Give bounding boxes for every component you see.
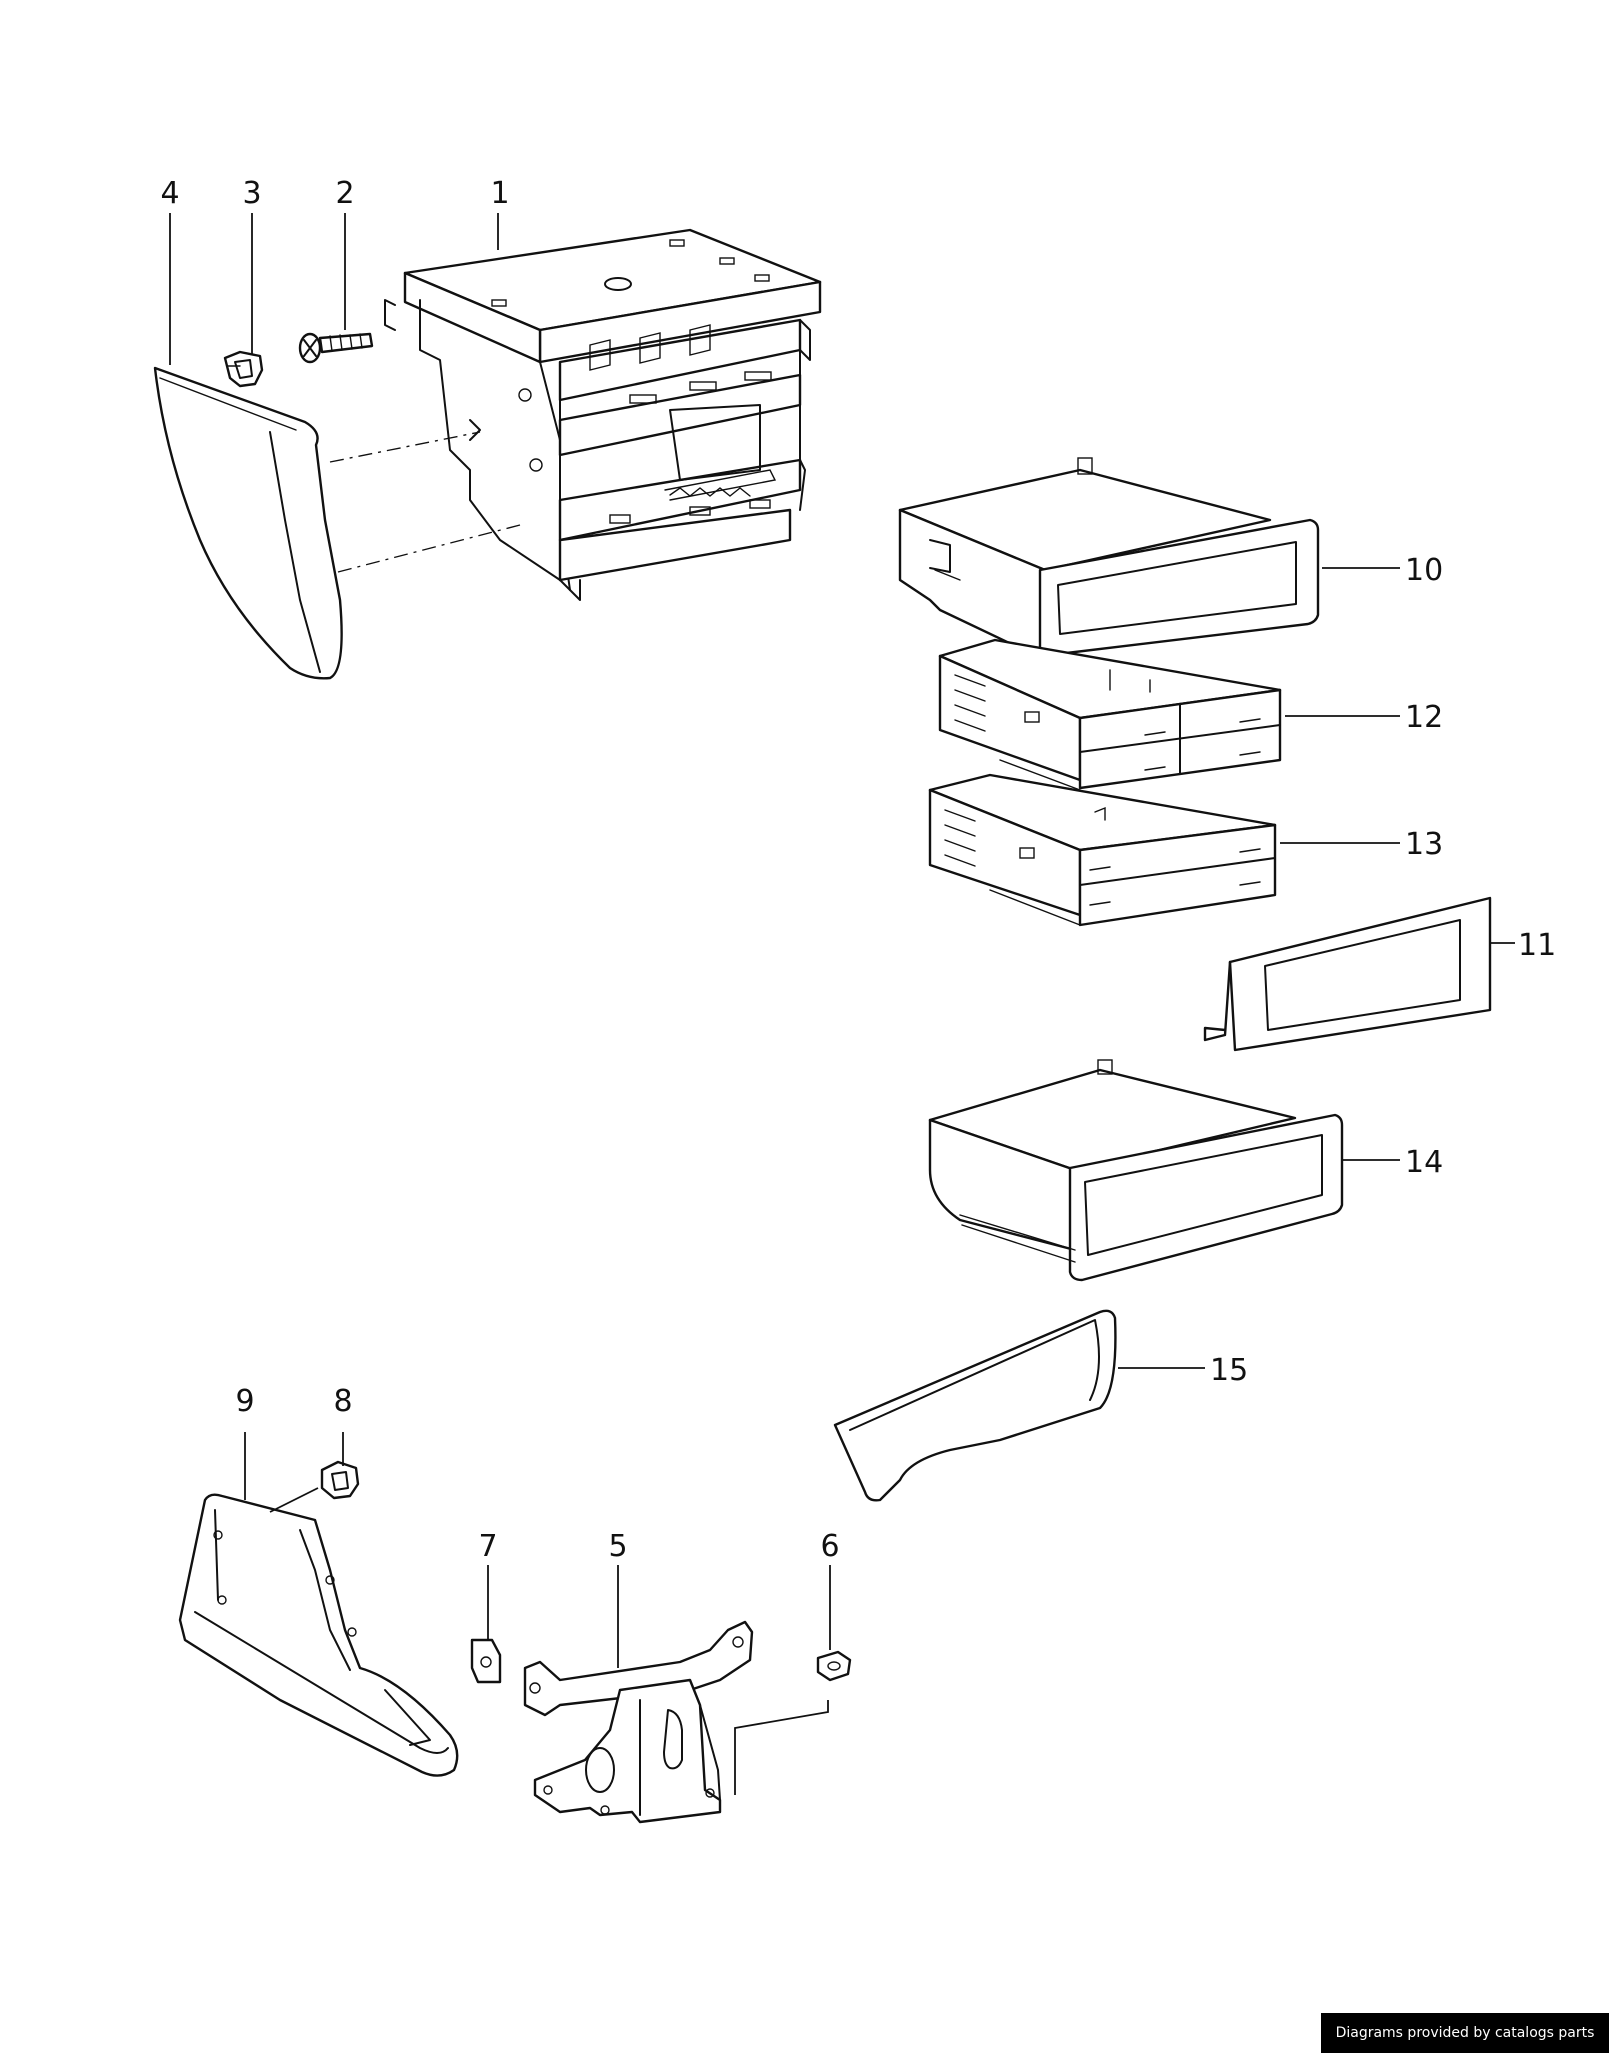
callout-6: 6 bbox=[820, 1529, 839, 1564]
callout-8: 8 bbox=[333, 1384, 352, 1419]
callout-12: 12 bbox=[1405, 700, 1443, 735]
callout-11: 11 bbox=[1518, 928, 1556, 963]
callout-9: 9 bbox=[235, 1384, 254, 1419]
callout-15: 15 bbox=[1210, 1353, 1248, 1388]
part-3-clip bbox=[223, 350, 264, 388]
callout-labels: 1 2 3 4 5 6 7 8 9 10 11 12 13 14 15 bbox=[160, 176, 1556, 1564]
part-1-console-frame bbox=[384, 228, 822, 601]
alignment-line bbox=[337, 524, 521, 573]
credit-banner: Diagrams provided by catalogs parts bbox=[1321, 2013, 1609, 2053]
part-2-screw bbox=[298, 332, 374, 364]
credit-text: Diagrams provided by catalogs parts bbox=[1335, 2025, 1595, 2041]
part-6-nut bbox=[816, 1650, 852, 1682]
bolt-leader bbox=[734, 1700, 829, 1795]
callout-1: 1 bbox=[490, 176, 509, 211]
part-8-clip bbox=[320, 1460, 360, 1500]
callout-4: 4 bbox=[160, 176, 179, 211]
clip-leader bbox=[269, 1487, 319, 1513]
part-7-clip-nut bbox=[470, 1638, 502, 1684]
part-15-trim-strip bbox=[833, 1309, 1117, 1502]
callout-leaders bbox=[169, 213, 1515, 1668]
part-13-module bbox=[928, 773, 1277, 927]
callout-13: 13 bbox=[1405, 827, 1443, 862]
callout-10: 10 bbox=[1405, 553, 1443, 588]
callout-14: 14 bbox=[1405, 1145, 1443, 1180]
callout-3: 3 bbox=[242, 176, 261, 211]
part-14-storage-tray bbox=[928, 1059, 1344, 1282]
part-5-bracket bbox=[523, 1620, 754, 1824]
part-10-storage-tray bbox=[898, 457, 1320, 662]
part-12-module bbox=[938, 638, 1282, 791]
part-4-side-trim bbox=[153, 366, 343, 680]
callout-7: 7 bbox=[478, 1529, 497, 1564]
part-11-cover-frame bbox=[1203, 896, 1492, 1052]
callout-2: 2 bbox=[335, 176, 354, 211]
alignment-line bbox=[329, 431, 481, 463]
part-9-lower-trim bbox=[178, 1493, 459, 1777]
callout-5: 5 bbox=[608, 1529, 627, 1564]
